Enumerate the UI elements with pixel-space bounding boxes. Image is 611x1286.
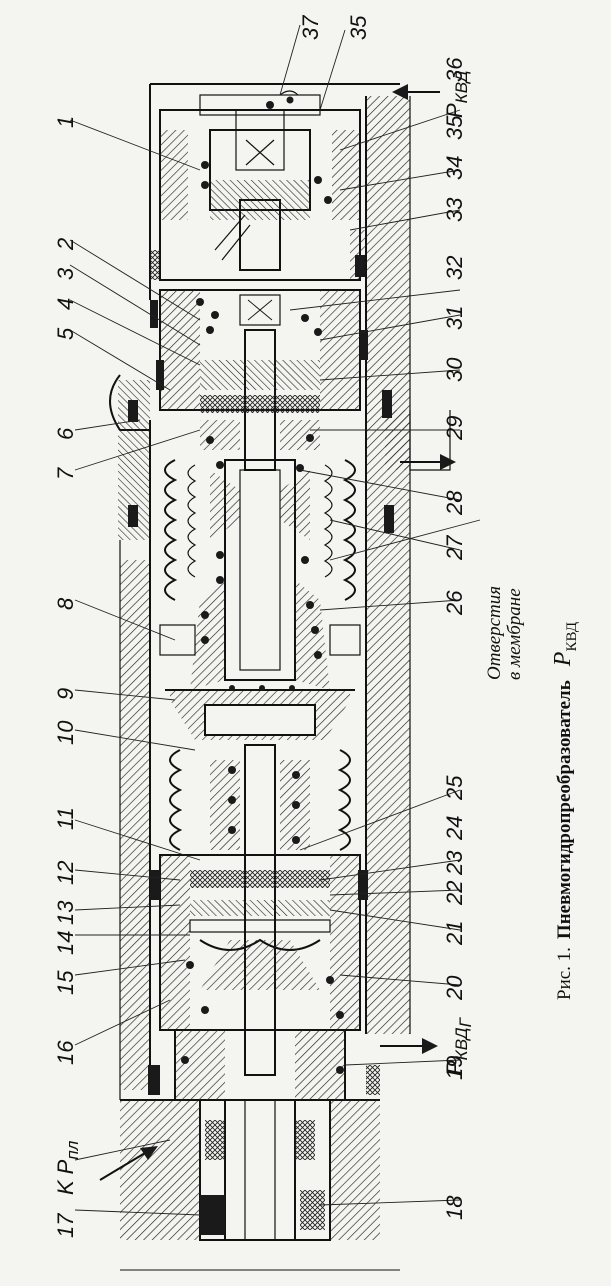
caption-symbol: P [550, 651, 576, 667]
part-label-12: 12 [53, 861, 78, 885]
part-label-15: 15 [53, 970, 78, 995]
part-label-8: 8 [53, 597, 78, 610]
part-label-37: 37 [298, 15, 323, 40]
part-label-17: 17 [53, 1213, 78, 1238]
part-label-33: 33 [442, 197, 467, 222]
part-label-22: 22 [442, 881, 467, 906]
part-label-7: 7 [53, 467, 78, 480]
membrane-note-line2: в мембране [504, 588, 525, 680]
part-label-3: 3 [53, 267, 78, 280]
bottom-plug [120, 1029, 400, 1271]
lower-seal-stack [150, 854, 368, 1031]
pressure-arrows [99, 84, 456, 1181]
port-left-label: KPпл [53, 1140, 82, 1195]
part-label-26: 26 [442, 590, 467, 616]
part-label-18: 18 [442, 1195, 467, 1220]
part-label-25: 25 [442, 775, 467, 801]
part-label-34: 34 [442, 156, 467, 180]
part-label-32: 32 [442, 256, 467, 280]
part-label-11: 11 [53, 807, 78, 830]
part-label-14: 14 [53, 931, 78, 955]
part-label-4: 4 [53, 298, 78, 310]
part-label-21: 21 [442, 921, 467, 946]
port-right-label: PКВДГ [442, 1016, 475, 1075]
part-label-31: 31 [442, 306, 467, 330]
membrane-note-line1: Отверстия [484, 586, 505, 680]
part-label-5: 5 [53, 327, 78, 340]
part-label-36: 36 [442, 57, 467, 82]
top-valve-assembly [150, 90, 366, 281]
caption-prefix: Рис. 1. [554, 947, 575, 1000]
part-label-27: 27 [442, 535, 467, 561]
caption-text: Рис. 1. Пневмогидропреобразователь PКВД [550, 622, 580, 1000]
part-label-29: 29 [442, 416, 467, 441]
top-extra-labels: 37 35 [298, 15, 371, 40]
leader-lines [69, 24, 481, 1216]
caption-subscript: КВД [564, 622, 580, 652]
left-part-labels: 1 2 3 4 5 6 7 8 9 10 11 12 13 14 15 16 1… [53, 116, 78, 1238]
part-label-19: 19 [442, 1056, 467, 1080]
part-label-10: 10 [53, 720, 78, 745]
port-labels: PКВД PКВДГ KPпл [53, 70, 475, 1195]
upper-valve-section [128, 289, 394, 533]
part-label-13: 13 [53, 900, 78, 925]
figure-caption: Рис. 1. Пневмогидропреобразователь PКВД [550, 622, 580, 1000]
part-label-35: 35 [442, 115, 467, 140]
part-label-20: 20 [442, 975, 467, 1001]
part-label-2: 2 [53, 238, 78, 251]
part-label-28: 28 [442, 490, 467, 516]
upper-bellows [159, 459, 361, 690]
part-label-23: 23 [442, 850, 467, 876]
part-label-16: 16 [53, 1040, 78, 1065]
port-top-label: PКВД [442, 70, 471, 118]
part-label-30: 30 [442, 357, 467, 382]
part-label-24: 24 [442, 816, 467, 841]
membrane-holes-note: Отверстия в мембране [484, 586, 525, 680]
right-part-labels: 36 35 34 33 32 31 30 29 28 27 26 25 24 2… [442, 57, 467, 1220]
part-label-6: 6 [53, 427, 78, 440]
membrane-disk [165, 685, 355, 740]
part-label-9: 9 [53, 688, 78, 700]
part-label-35-top: 35 [346, 15, 371, 40]
part-label-1: 1 [53, 116, 78, 128]
caption-title: Пневмогидропреобразователь [554, 680, 575, 939]
